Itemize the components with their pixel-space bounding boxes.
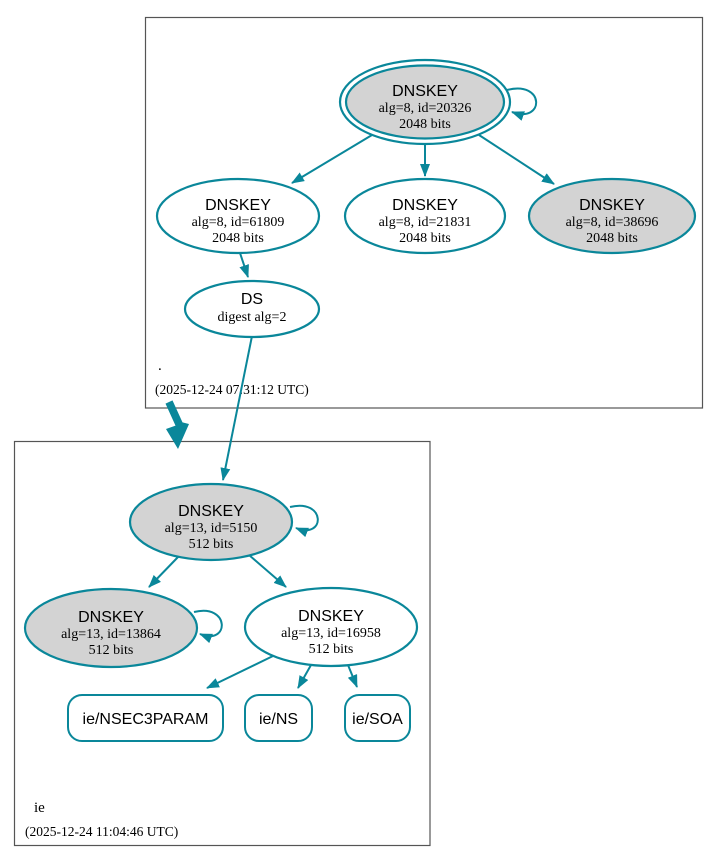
dnskey-5150-ellipse xyxy=(128,482,294,562)
dnskey-21831-params: alg=8, id=21831 xyxy=(379,215,472,230)
rrset-ns-rect xyxy=(244,694,313,742)
dnskey-16958-size: 512 bits xyxy=(309,642,354,657)
dnskey-21831-ellipse xyxy=(343,177,507,255)
rrset-nsec3param-label: ie/NSEC3PARAM xyxy=(83,711,209,728)
dnskey-13864-params: alg=13, id=13864 xyxy=(61,627,161,642)
dnskey-61809-node[interactable]: DNSKEY alg=8, id=61809 2048 bits xyxy=(155,177,321,255)
dnskey-20326-inner-ellipse xyxy=(344,64,506,140)
edge-key16958-to-soa xyxy=(347,664,358,688)
ie-zone-label: ie xyxy=(34,800,45,816)
ds-node[interactable]: DS digest alg=2 xyxy=(183,279,321,339)
root-zone-timestamp: (2025-12-24 07:31:12 UTC) xyxy=(155,382,309,397)
dnskey-16958-title: DNSKEY xyxy=(298,608,364,625)
edge-key61809-to-ds xyxy=(239,252,249,278)
edge-ksk5150-to-key16958 xyxy=(248,554,287,588)
dnskey-38696-ellipse xyxy=(527,177,697,255)
rrset-nsec3param-node[interactable]: ie/NSEC3PARAM xyxy=(67,694,224,742)
rrset-soa-rect xyxy=(344,694,411,742)
ds-ellipse xyxy=(183,279,321,339)
rrset-ns-node[interactable]: ie/NS xyxy=(244,694,313,742)
dnskey-61809-params: alg=8, id=61809 xyxy=(192,215,285,230)
dnskey-13864-node[interactable]: DNSKEY alg=13, id=13864 512 bits xyxy=(23,587,199,669)
dnskey-61809-size: 2048 bits xyxy=(212,231,264,246)
dnskey-13864-ellipse xyxy=(23,587,199,669)
ie-zone-timestamp: (2025-12-24 11:04:46 UTC) xyxy=(25,824,178,839)
edge-ksk5150-to-key13864 xyxy=(148,555,180,588)
dnskey-13864-size: 512 bits xyxy=(89,643,134,658)
dnskey-61809-title: DNSKEY xyxy=(205,197,271,214)
dnskey-20326-title: DNSKEY xyxy=(392,83,458,100)
self-loop-ksk5150 xyxy=(289,504,319,538)
root-zone-box xyxy=(144,16,704,409)
dnskey-16958-node[interactable]: DNSKEY alg=13, id=16958 512 bits xyxy=(243,586,419,668)
rrset-soa-node[interactable]: ie/SOA xyxy=(344,694,411,742)
self-loop-key13864 xyxy=(193,609,223,644)
dnskey-20326-size: 2048 bits xyxy=(399,117,451,132)
dnskey-61809-ellipse xyxy=(155,177,321,255)
dnskey-21831-size: 2048 bits xyxy=(399,231,451,246)
dnskey-21831-title: DNSKEY xyxy=(392,197,458,214)
edge-key16958-to-ns xyxy=(297,664,312,689)
rrset-soa-label: ie/SOA xyxy=(352,711,403,728)
edge-ksk20326-to-key61809 xyxy=(291,134,373,184)
dnskey-16958-ellipse xyxy=(243,586,419,668)
edge-ksk20326-to-key38696 xyxy=(478,134,555,185)
dnskey-38696-size: 2048 bits xyxy=(586,231,638,246)
dnskey-13864-title: DNSKEY xyxy=(78,609,144,626)
dnskey-20326-node[interactable]: DNSKEY alg=8, id=20326 2048 bits xyxy=(338,58,512,146)
dnskey-38696-params: alg=8, id=38696 xyxy=(566,215,659,230)
dnskey-5150-title: DNSKEY xyxy=(178,503,244,520)
dnskey-5150-params: alg=13, id=5150 xyxy=(165,521,258,536)
dnskey-5150-node[interactable]: DNSKEY alg=13, id=5150 512 bits xyxy=(128,482,294,562)
dnskey-38696-node[interactable]: DNSKEY alg=8, id=38696 2048 bits xyxy=(527,177,697,255)
dnskey-5150-size: 512 bits xyxy=(189,537,234,552)
delegation-arrow-root-to-ie xyxy=(165,400,189,449)
ds-params: digest alg=2 xyxy=(218,310,287,325)
dnskey-21831-node[interactable]: DNSKEY alg=8, id=21831 2048 bits xyxy=(343,177,507,255)
ie-zone-box xyxy=(13,440,431,847)
rrset-ns-label: ie/NS xyxy=(259,711,298,728)
root-zone-label: . xyxy=(158,358,162,374)
rrset-nsec3param-rect xyxy=(67,694,224,742)
dnskey-16958-params: alg=13, id=16958 xyxy=(281,626,381,641)
dnskey-38696-title: DNSKEY xyxy=(579,197,645,214)
edge-ds-to-ie-ksk xyxy=(220,335,253,481)
edge-key16958-to-nsec3param xyxy=(206,655,274,689)
dnskey-20326-params: alg=8, id=20326 xyxy=(379,101,472,116)
self-loop-ksk20326 xyxy=(506,87,538,121)
ds-title: DS xyxy=(241,291,263,308)
